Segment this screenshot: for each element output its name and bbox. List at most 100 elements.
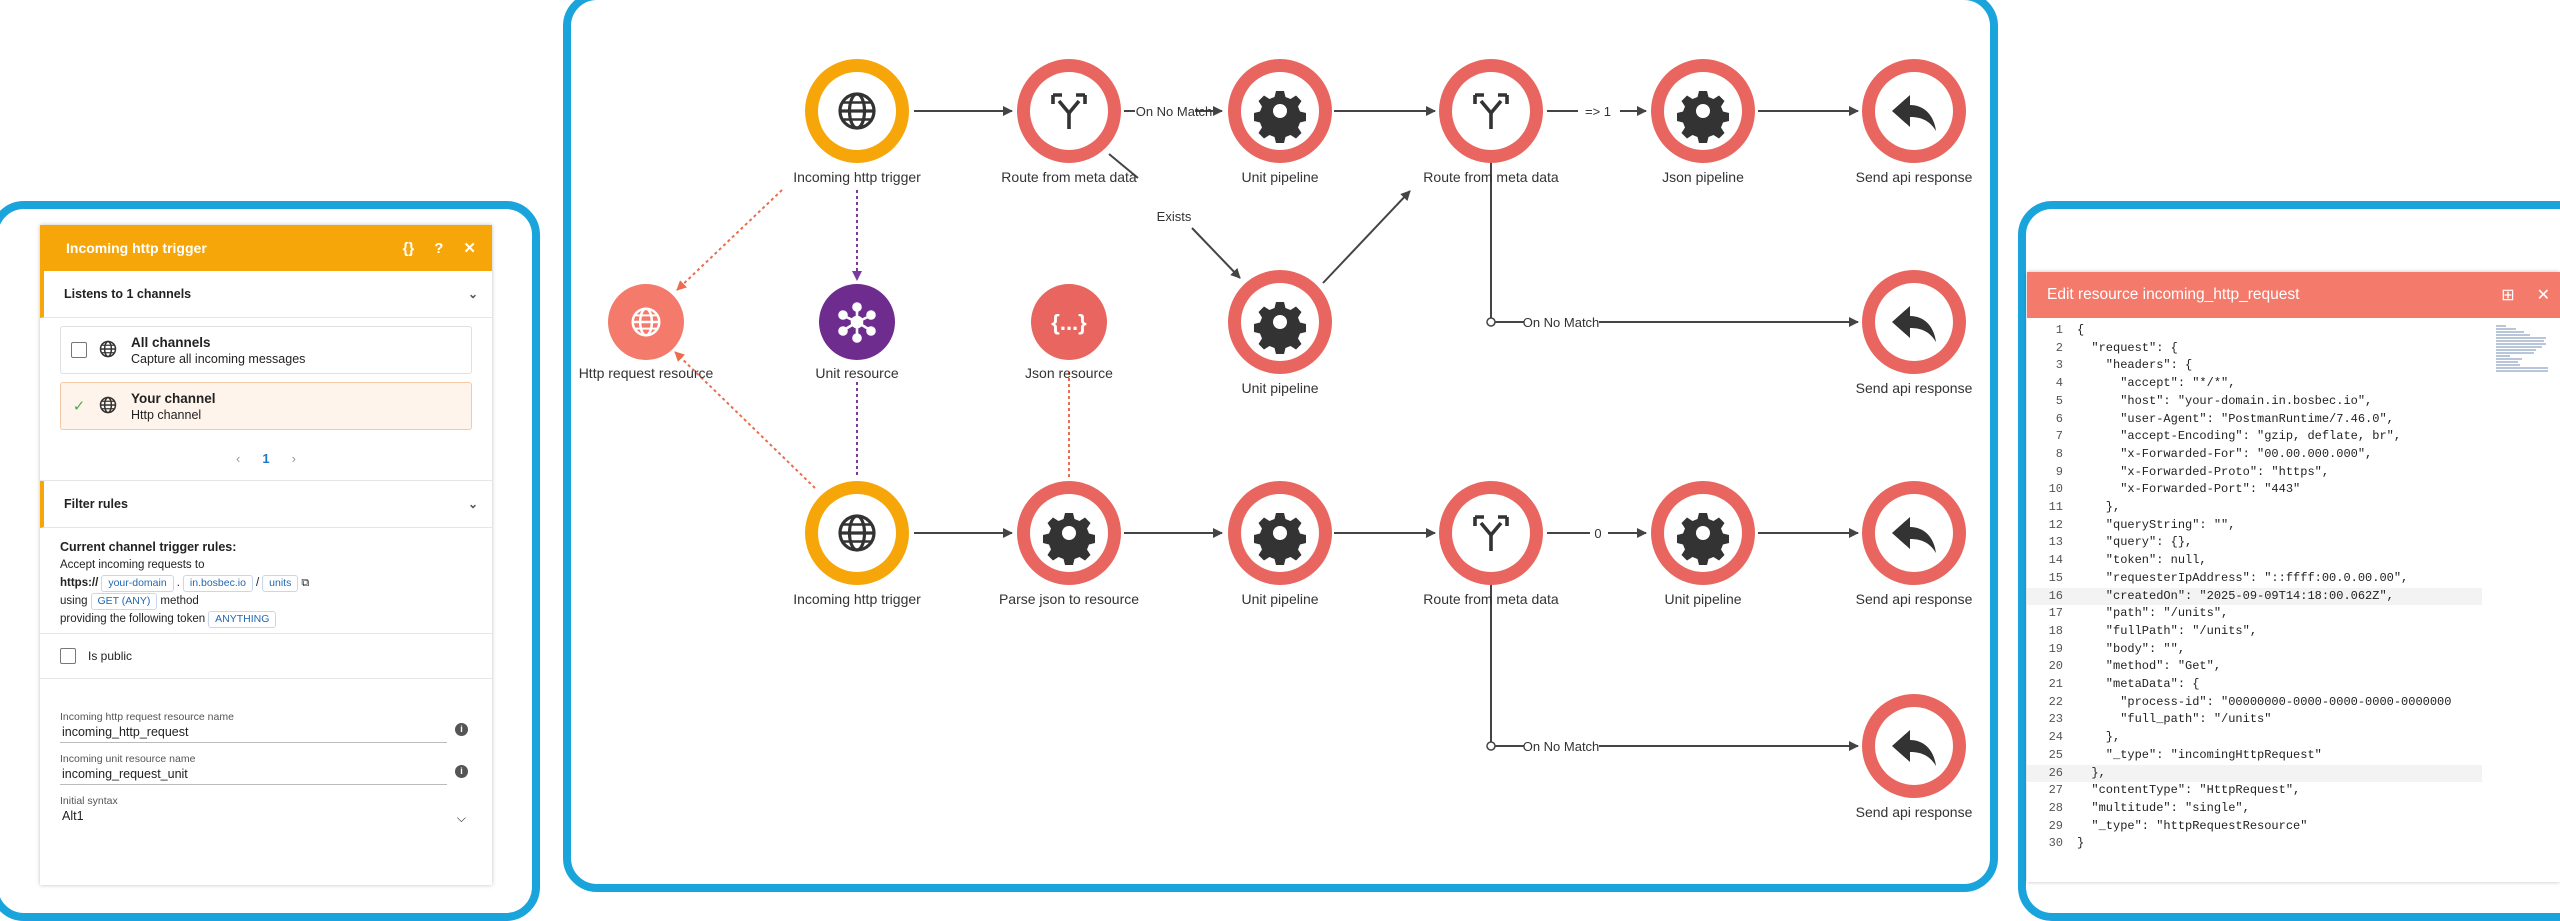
code-line[interactable]: 24 }, [2027, 729, 2482, 747]
info-icon[interactable]: i [455, 723, 468, 736]
url-scheme: https:// [60, 577, 99, 589]
chevron-right-icon[interactable]: › [291, 450, 296, 466]
filter-section-header[interactable]: Filter rules ⌄ [40, 481, 492, 528]
field-value[interactable]: incoming_request_unit [60, 765, 447, 785]
node-unit-pipeline[interactable]: Unit pipeline [1228, 59, 1332, 185]
node-route-from-meta-data[interactable]: Route from meta data [1423, 481, 1559, 607]
page-number[interactable]: 1 [262, 450, 270, 466]
code-icon[interactable]: {} [402, 239, 415, 257]
unit-resource-name-field[interactable]: Incoming unit resource name incoming_req… [60, 753, 472, 785]
copy-icon[interactable]: ⧉ [301, 577, 310, 589]
code-line[interactable]: 26 }, [2027, 764, 2482, 783]
domain-chip[interactable]: in.bosbec.io [182, 575, 253, 592]
line-number: 10 [2048, 482, 2063, 497]
chevron-down-icon[interactable]: ⌄ [467, 497, 478, 511]
code-line[interactable]: 21 "metaData": { [2027, 676, 2482, 694]
code-line[interactable]: 18 "fullPath": "/units", [2027, 623, 2482, 641]
code-text: "token": null, [2077, 553, 2207, 568]
globe-icon [99, 340, 117, 361]
field-value[interactable]: Alt1 [62, 809, 84, 823]
is-public-row[interactable]: Is public [40, 634, 492, 679]
code-line[interactable]: 25 "_type": "incomingHttpRequest" [2027, 747, 2482, 765]
code-line[interactable]: 19 "body": "", [2027, 641, 2482, 659]
node-parse-json-to-resource[interactable]: Parse json to resource [999, 481, 1139, 607]
is-public-checkbox[interactable] [60, 648, 76, 664]
channels-section-header[interactable]: Listens to 1 channels ⌄ [40, 271, 492, 318]
code-minimap[interactable] [2496, 324, 2550, 384]
node-route-from-meta-data[interactable]: Route from meta data [1423, 59, 1559, 185]
subdomain-chip[interactable]: your-domain [101, 575, 174, 592]
trigger-rules: Current channel trigger rules: Accept in… [40, 528, 492, 634]
channel-item-yours[interactable]: ✓ Your channel Http channel [60, 382, 472, 430]
code-text: } [2077, 836, 2085, 851]
info-icon[interactable]: i [455, 765, 468, 778]
field-value[interactable]: incoming_http_request [60, 723, 447, 743]
tree-view-icon[interactable]: ⊞ [2501, 287, 2515, 304]
code-line[interactable]: 6 "user-Agent": "PostmanRuntime/7.46.0", [2027, 411, 2482, 429]
code-line[interactable]: 14 "token": null, [2027, 552, 2482, 570]
node-unit-pipeline[interactable]: Unit pipeline [1228, 481, 1332, 607]
node-route-from-meta-data[interactable]: Route from meta data [1001, 59, 1137, 185]
node-send-api-response[interactable]: Send api response [1856, 270, 1973, 396]
line-number: 19 [2048, 641, 2063, 656]
code-line[interactable]: 1{ [2027, 322, 2482, 340]
code-line[interactable]: 16 "createdOn": "2025-09-09T14:18:00.062… [2027, 587, 2482, 606]
method-chip[interactable]: GET (ANY) [90, 593, 158, 610]
code-line[interactable]: 30} [2027, 835, 2482, 853]
code-line[interactable]: 15 "requesterIpAddress": "::ffff:00.0.00… [2027, 570, 2482, 588]
channels-section-title: Listens to 1 channels [64, 287, 192, 301]
node-send-api-response[interactable]: Send api response [1856, 481, 1973, 607]
code-text: "_type": "httpRequestResource" [2077, 818, 2308, 833]
http-resource-name-field[interactable]: Incoming http request resource name inco… [60, 711, 472, 743]
code-line[interactable]: 11 }, [2027, 499, 2482, 517]
chevron-left-icon[interactable]: ‹ [236, 450, 241, 466]
node-unit-pipeline[interactable]: Unit pipeline [1228, 270, 1332, 396]
json-code-editor[interactable]: 1{2 "request": {3 "headers": {4 "accept"… [2027, 322, 2482, 853]
code-line[interactable]: 17 "path": "/units", [2027, 605, 2482, 623]
node-label: Route from meta data [1423, 591, 1559, 607]
line-number: 3 [2055, 358, 2063, 373]
close-icon[interactable]: ✕ [463, 240, 476, 257]
node-incoming-http-trigger[interactable]: Incoming http trigger [793, 481, 921, 607]
code-line[interactable]: 5 "host": "your-domain.in.bosbec.io", [2027, 393, 2482, 411]
line-number: 16 [2048, 588, 2063, 603]
code-line[interactable]: 20 "method": "Get", [2027, 658, 2482, 676]
channel-checkbox[interactable] [71, 342, 87, 358]
code-line[interactable]: 12 "queryString": "", [2027, 517, 2482, 535]
close-icon[interactable]: ✕ [2536, 287, 2550, 304]
code-line[interactable]: 10 "x-Forwarded-Port": "443" [2027, 481, 2482, 499]
code-text: "user-Agent": "PostmanRuntime/7.46.0", [2077, 411, 2394, 426]
node-json-resource[interactable]: {...} Json resource [1025, 284, 1113, 381]
code-text: }, [2077, 730, 2121, 745]
chevron-down-icon[interactable]: ⌵ [456, 811, 466, 825]
code-line[interactable]: 13 "query": {}, [2027, 534, 2482, 552]
node-unit-pipeline[interactable]: Unit pipeline [1651, 481, 1755, 607]
code-line[interactable]: 29 "_type": "httpRequestResource" [2027, 818, 2482, 836]
help-icon[interactable]: ? [434, 239, 444, 257]
node-http-request-resource[interactable]: Http request resource [579, 284, 714, 381]
node-send-api-response[interactable]: Send api response [1856, 59, 1973, 185]
code-text: "process-id": "00000000-0000-0000-0000-0… [2077, 694, 2452, 709]
chevron-down-icon[interactable]: ⌄ [467, 287, 478, 301]
code-line[interactable]: 3 "headers": { [2027, 357, 2482, 375]
code-line[interactable]: 9 "x-Forwarded-Proto": "https", [2027, 464, 2482, 482]
code-line[interactable]: 27 "contentType": "HttpRequest", [2027, 782, 2482, 800]
node-incoming-http-trigger[interactable]: Incoming http trigger [793, 59, 921, 185]
code-line[interactable]: 23 "full_path": "/units" [2027, 711, 2482, 729]
path-chip[interactable]: units [262, 575, 299, 592]
code-line[interactable]: 2 "request": { [2027, 340, 2482, 358]
node-send-api-response[interactable]: Send api response [1856, 694, 1973, 820]
code-line[interactable]: 8 "x-Forwarded-For": "00.00.000.000", [2027, 446, 2482, 464]
node-unit-resource[interactable]: Unit resource [815, 284, 899, 381]
initial-syntax-select[interactable]: Initial syntax Alt1 ⌵ [60, 795, 472, 826]
code-line[interactable]: 7 "accept-Encoding": "gzip, deflate, br"… [2027, 428, 2482, 446]
check-icon[interactable]: ✓ [72, 398, 86, 415]
code-line[interactable]: 4 "accept": "*/*", [2027, 375, 2482, 393]
token-chip[interactable]: ANYTHING [208, 611, 277, 628]
code-line[interactable]: 22 "process-id": "00000000-0000-0000-000… [2027, 694, 2482, 712]
line-number: 7 [2055, 429, 2063, 444]
node-json-pipeline[interactable]: Json pipeline [1651, 59, 1755, 185]
channel-item-all[interactable]: All channels Capture all incoming messag… [60, 326, 472, 374]
code-line[interactable]: 28 "multitude": "single", [2027, 800, 2482, 818]
